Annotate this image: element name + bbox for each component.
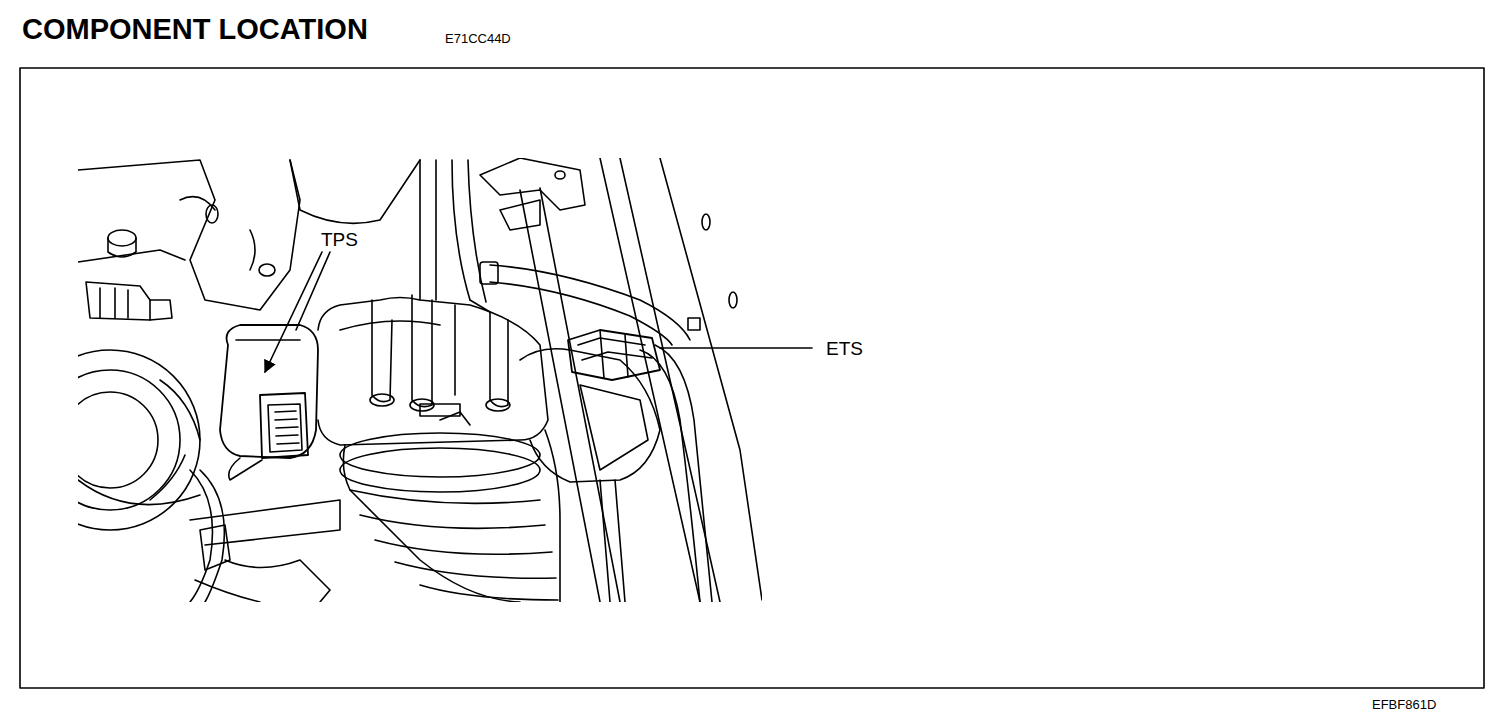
engine-bay-drawing (78, 158, 762, 602)
leader-line (296, 252, 330, 330)
document-code: E71CC44D (445, 32, 511, 45)
part-name: TPS (321, 230, 358, 249)
leader-line (660, 347, 812, 349)
figure-code: EFBF861D (1372, 698, 1436, 711)
part-name: ETS (826, 339, 863, 358)
leader-line (265, 252, 322, 372)
frame (20, 68, 1484, 688)
page-title: COMPONENT LOCATION (22, 15, 368, 44)
